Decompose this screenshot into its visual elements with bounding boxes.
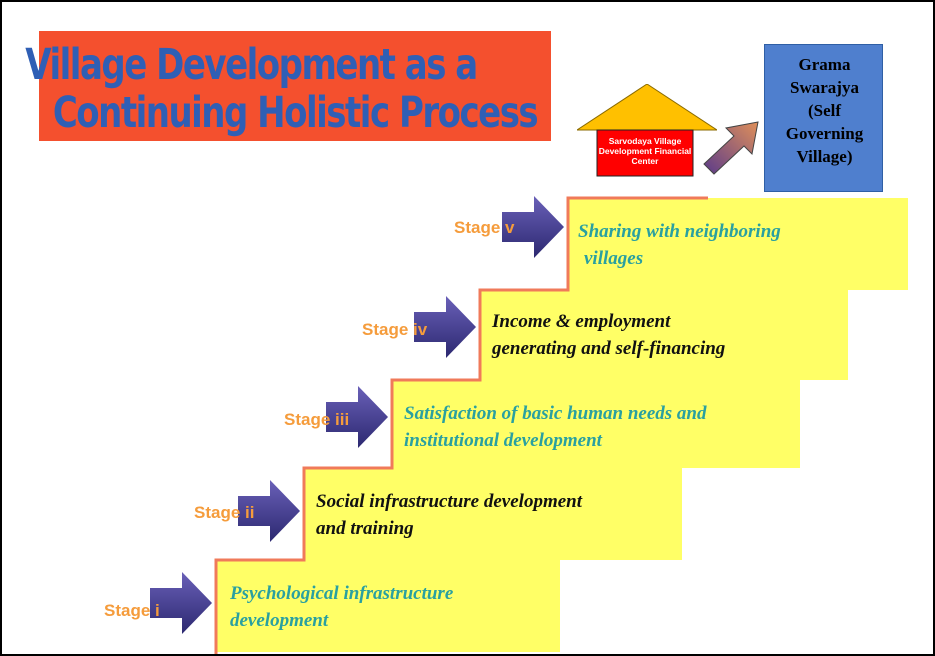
stage-2-text-line-2: and training — [316, 518, 414, 539]
stage-3-text-line-1: Satisfaction of basic human needs and — [404, 403, 707, 424]
step-4-fill — [480, 290, 848, 380]
step-3-fill — [392, 380, 800, 468]
stage-4-text-line-2: generating and self-financing — [492, 338, 726, 359]
house-icon — [577, 84, 717, 177]
step-2-fill — [304, 468, 682, 560]
step-5-fill — [568, 198, 908, 290]
stage-1-text: Psychological infrastructure development — [230, 580, 453, 634]
diagonal-arrow-icon — [703, 121, 759, 175]
title-line-1: Village Development as a — [25, 40, 478, 90]
stage-5-arrow-icon — [502, 196, 564, 258]
stage-4-text-line-1: Income & employment — [492, 311, 671, 332]
stage-1-arrow-icon — [150, 572, 212, 634]
goal-box: Grama Swarajya (Self Governing Village) — [764, 44, 883, 192]
stage-1-text-line-2: development — [230, 610, 329, 631]
stage-4-arrow-icon — [414, 296, 476, 358]
stage-5-text-line-1: Sharing with neighboring — [578, 221, 781, 242]
stage-5-text-line-2: villages — [584, 248, 644, 269]
stage-1-text-line-1: Psychological infrastructure — [230, 583, 454, 604]
stage-3-arrow-icon — [326, 386, 388, 448]
stage-4-label: Stage iv — [362, 320, 428, 339]
stage-3-text: Satisfaction of basic human needs and in… — [404, 400, 706, 454]
stage-2-label: Stage ii — [194, 503, 255, 522]
title-line-2: Continuing Holistic Process — [52, 88, 539, 138]
step-1-fill — [216, 560, 560, 652]
stage-2-text-line-1: Social infrastructure development — [316, 491, 582, 512]
stage-1-label: Stage i — [104, 601, 160, 620]
stage-5-text: Sharing with neighboring villages — [578, 218, 781, 272]
stage-4-text: Income & employment generating and self-… — [492, 308, 725, 362]
title-banner: Village Development as a Continuing Holi… — [25, 31, 551, 141]
stage-5-label: Stage v — [454, 218, 515, 237]
financial-center-label: Sarvodaya Village Development Financial … — [598, 136, 692, 166]
stage-2-text: Social infrastructure development and tr… — [316, 488, 582, 542]
goal-text: Grama Swarajya (Self Governing Village) — [785, 55, 864, 166]
stage-2-arrow-icon — [238, 480, 300, 542]
stage-3-label: Stage iii — [284, 410, 350, 429]
stage-3-text-line-2: institutional development — [404, 430, 602, 451]
